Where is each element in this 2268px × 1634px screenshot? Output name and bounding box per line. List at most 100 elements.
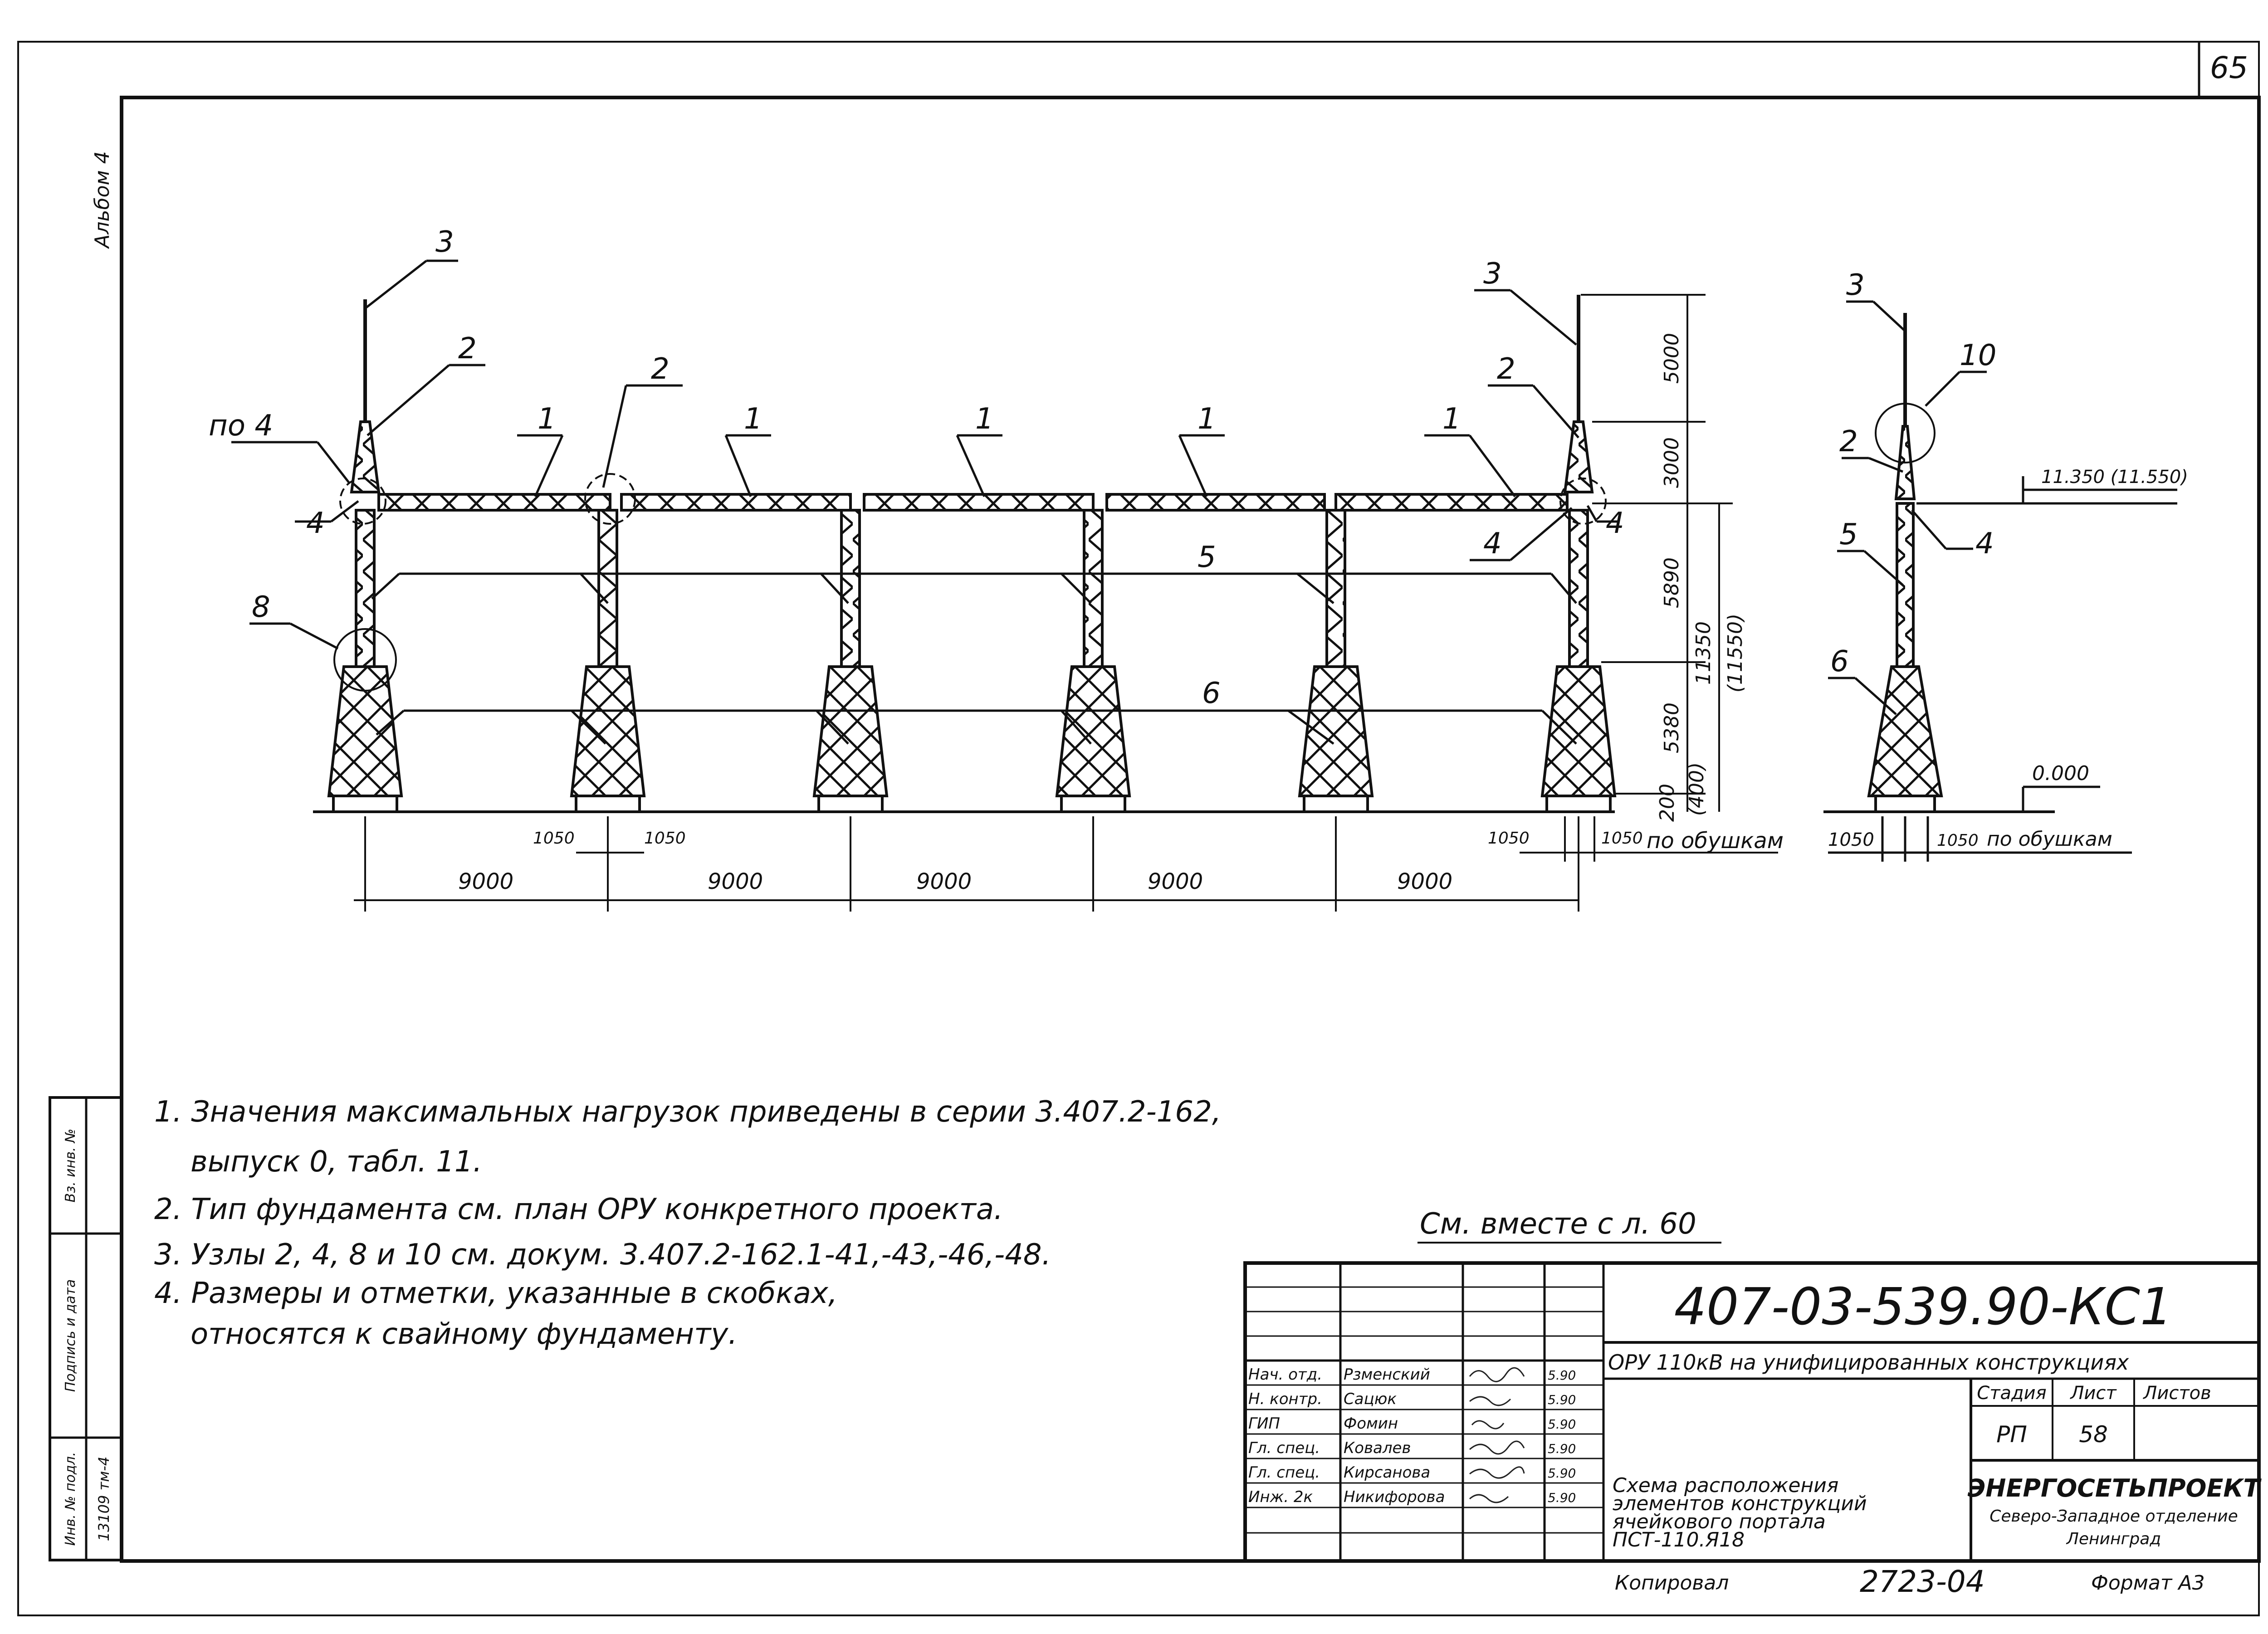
dim-span-4: 9000 [1148,869,1203,894]
label-1-a: 1 [538,402,556,436]
label-2-right: 2 [1497,352,1515,386]
side-dim-po-obushkam: по обушкам [1987,828,2112,851]
note-3: 3. Узлы 2, 4, 8 и 10 см. докум. 3.407.2-… [154,1238,1051,1272]
person-5-role: Гл. спец. [1248,1463,1320,1482]
org-name: ЭНЕРГОСЕТЬПРОЕКТ [1968,1474,2262,1502]
person-1-date: 5.90 [1548,1368,1576,1383]
side-dim-1050-a: 1050 [1828,829,1874,850]
dim-1050-b: 1050 [644,829,686,848]
dim-3000: 3000 [1660,437,1683,488]
note-2: 2. Тип фундамента см. план ОРУ конкретно… [154,1193,1003,1226]
format-label: Формат А3 [2091,1571,2205,1595]
signatures [1469,1367,1525,1503]
dim-5890: 5890 [1660,557,1683,608]
note-4: 4. Размеры и отметки, указанные в скобка… [154,1277,838,1310]
label-3-left: 3 [435,225,454,259]
see-also: См. вместе с л. 60 [1420,1207,1696,1241]
elevation-top: 11.350 (11.550) [2041,467,2188,488]
label-1-d: 1 [1198,402,1216,436]
label-2-left: 2 [458,332,477,366]
org-city: Ленинград [2066,1530,2161,1548]
person-6-name: Никифорова [1344,1488,1445,1506]
person-5-name: Кирсанова [1344,1463,1430,1482]
lower-legs [327,665,1617,797]
dim-span-5: 9000 [1397,869,1452,894]
side-label-2: 2 [1839,425,1858,458]
dim-1050-d: 1050 [1601,829,1643,848]
side-view: 3 10 2 4 5 6 11.350 (11.550) 0.000 1050 … [1823,268,2188,862]
note-4-cont: относятся к свайному фундаменту. [191,1317,738,1351]
person-2-date: 5.90 [1548,1392,1576,1407]
side-label-3: 3 [1846,268,1865,302]
drawing-title-2: элементов конструкций [1613,1492,1867,1515]
note-1: 1. Значения максимальных нагрузок привед… [154,1095,1222,1129]
label-5: 5 [1198,541,1216,574]
detail-circles [333,473,1607,692]
label-4-far: 4 [1606,507,1624,540]
project-title: ОРУ 110кВ на унифицированных конструкция… [1608,1350,2129,1375]
beams [377,493,1569,512]
person-3-date: 5.90 [1548,1417,1576,1432]
vertical-dims [1581,294,1733,812]
side-inv-label: Инв. № подл. [63,1452,78,1546]
sheets-header: Листов [2142,1383,2211,1404]
dim-200: 200 [1656,784,1679,822]
stage-value: РП [1996,1421,2027,1448]
drawing-title-4: ПСТ-110.Я18 [1613,1528,1745,1551]
order-number: 2723-04 [1860,1564,1985,1599]
person-1-name: Рзменский [1344,1366,1430,1384]
label-1-e: 1 [1442,402,1461,436]
dim-span-3: 9000 [916,869,972,894]
person-2-name: Сацюк [1344,1390,1397,1408]
side-stamp: Вз. инв. № Подпись и дата Инв. № подл. 1… [49,1096,123,1561]
person-5-date: 5.90 [1548,1466,1576,1481]
album-label: Альбом 4 [91,151,114,249]
label-4-left: 4 [306,507,325,540]
side-label-10: 10 [1960,339,1996,372]
drawing-title-3: ячейкового портала [1613,1510,1826,1533]
label-6: 6 [1202,677,1221,710]
person-6-date: 5.90 [1548,1490,1576,1505]
side-inv-value: 13109 тм-4 [95,1457,112,1541]
label-2-mid: 2 [651,352,670,386]
label-1-c: 1 [975,402,994,436]
person-2-role: Н. контр. [1248,1390,1322,1408]
stage-header: Стадия [1977,1383,2046,1404]
portal-elevation: 3 2 2 1 1 1 1 1 3 2 по 4 4 4 4 5 6 8 [209,225,1784,912]
dim-1050-a: 1050 [533,829,575,848]
label-4-right: 4 [1483,527,1502,561]
upper-columns [355,509,1589,668]
label-1-b: 1 [744,402,763,436]
horizontal-dims [354,816,1778,912]
label-3-right: 3 [1483,257,1502,291]
person-4-role: Гл. спец. [1248,1439,1320,1457]
side-replace-label: Вз. инв. № [63,1129,78,1203]
dim-11350: 11350 [1692,621,1715,685]
dim-span-1: 9000 [458,869,513,894]
dim-5380: 5380 [1660,702,1683,753]
foundations [332,795,1612,813]
side-label-4: 4 [1975,527,1994,561]
side-label-5: 5 [1839,518,1858,551]
masts [363,295,1580,422]
label-8: 8 [252,590,270,624]
drawing-title-1: Схема расположения [1613,1474,1838,1497]
org-branch: Северо-Западное отделение [1989,1507,2238,1526]
person-3-name: Фомин [1344,1415,1398,1433]
copied-label: Копировал [1615,1571,1729,1595]
dim-po-obushkam: по обушкам [1647,828,1784,854]
side-label-6: 6 [1830,645,1849,678]
dim-400: (400) [1685,762,1708,816]
dim-11550: (11550) [1724,614,1747,693]
note-1-cont: выпуск 0, табл. 11. [191,1145,482,1179]
leaders [231,259,1619,745]
dim-1050-c: 1050 [1488,829,1530,848]
sheet-header: Лист [2069,1383,2117,1404]
person-3-role: ГИП [1248,1415,1280,1433]
person-4-date: 5.90 [1548,1441,1576,1456]
side-dim-1050-b: 1050 [1937,831,1979,850]
person-4-name: Ковалев [1344,1439,1411,1457]
side-sign-label: Подпись и дата [63,1279,78,1392]
dim-span-2: 9000 [708,869,763,894]
